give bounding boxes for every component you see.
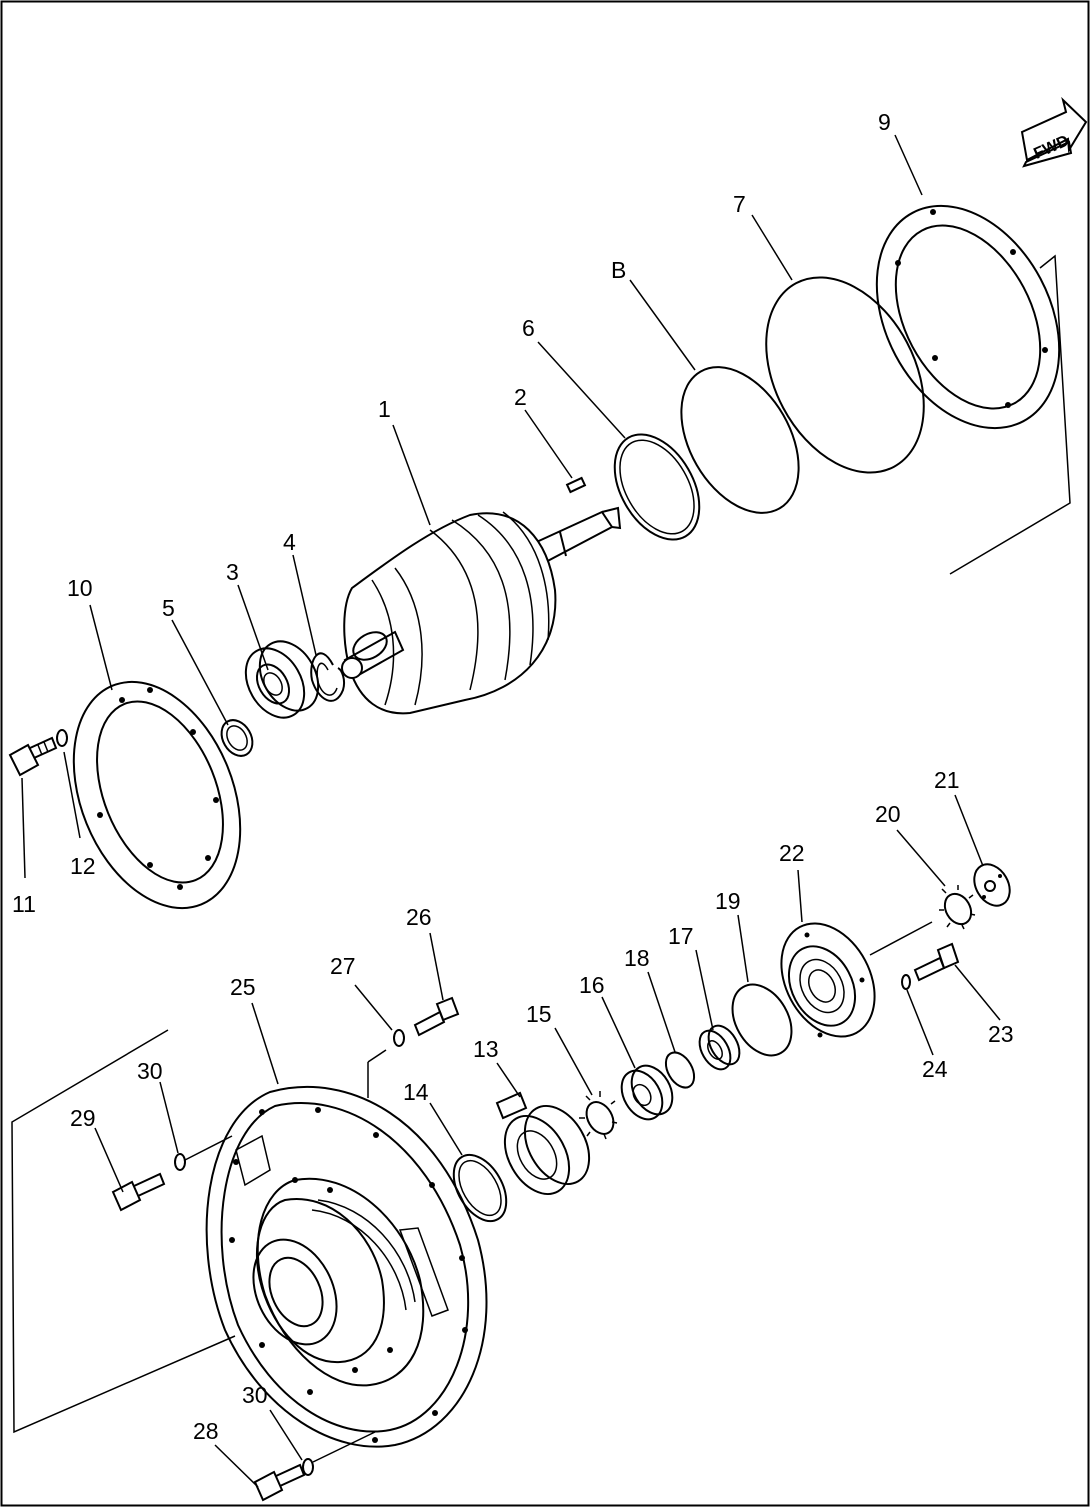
callout-8: B	[611, 257, 626, 283]
part-22-pump-body	[780, 922, 876, 1038]
callout-30-lower: 30	[242, 1382, 268, 1408]
part-27-washer	[393, 1029, 405, 1047]
part-24-washer	[901, 974, 911, 990]
callout-27: 27	[330, 953, 356, 979]
callout-6: 6	[522, 315, 535, 341]
part-3-bearing	[244, 640, 320, 719]
callout-13: 13	[473, 1036, 499, 1062]
part-21-plate	[973, 863, 1011, 907]
callout-20: 20	[875, 801, 901, 827]
part-16-gear	[620, 1064, 674, 1121]
callout-5: 5	[162, 595, 175, 621]
callout-24: 24	[922, 1056, 948, 1082]
callout-10: 10	[67, 575, 93, 601]
callout-18: 18	[624, 945, 650, 971]
callout-22: 22	[779, 840, 805, 866]
part-14-ring	[452, 1153, 508, 1223]
callout-19: 19	[715, 888, 741, 914]
callout-23: 23	[988, 1021, 1014, 1047]
assembly-bracket-lower	[11, 1029, 236, 1434]
part-9-gasket	[875, 204, 1061, 430]
part-29-bolt	[111, 1172, 166, 1212]
callout-25: 25	[230, 974, 256, 1000]
callout-28: 28	[193, 1418, 219, 1444]
part-4-snap-ring	[310, 652, 346, 702]
part-1-impeller	[341, 506, 622, 715]
part-20-gear	[939, 885, 976, 930]
part-6-ring	[613, 433, 701, 541]
callout-2: 2	[514, 384, 527, 410]
callout-7: 7	[733, 191, 746, 217]
callout-26: 26	[406, 904, 432, 930]
callout-12: 12	[70, 853, 96, 879]
part-30-washer-upper	[174, 1153, 186, 1171]
callout-30-upper: 30	[137, 1058, 163, 1084]
leader-lines	[21, 134, 1001, 1488]
part-10-cover	[72, 680, 242, 910]
callout-15: 15	[526, 1001, 552, 1027]
part-15-gear	[579, 1091, 618, 1140]
callout-11: 11	[12, 891, 36, 917]
part-23-bolt	[913, 942, 960, 982]
assembly-bracket-upper	[949, 254, 1071, 575]
callout-4: 4	[283, 529, 296, 555]
callout-3: 3	[226, 559, 239, 585]
part-5-snap-ring	[220, 719, 254, 757]
part-12-washer	[56, 729, 68, 747]
part-11-bolt	[8, 736, 58, 777]
part-17-bearing	[698, 1024, 741, 1071]
callout-9: 9	[878, 109, 891, 135]
part-25-housing	[205, 1085, 488, 1448]
callout-21: 21	[934, 767, 960, 793]
part-13-bearing	[495, 1091, 591, 1195]
fwd-arrow: FWD	[1020, 96, 1088, 168]
part-28-bolt	[253, 1463, 306, 1502]
callout-labels: 1 2 3 4 5 6 7 B 9 10 11 12 13 14 15 16 1…	[12, 109, 1014, 1444]
part-8-o-ring	[680, 366, 800, 514]
callout-29: 29	[70, 1105, 96, 1131]
callout-14: 14	[403, 1079, 429, 1105]
callout-16: 16	[579, 972, 605, 998]
part-7-o-ring	[765, 276, 925, 474]
part-26-bolt	[413, 996, 460, 1037]
part-18-snap-ring	[664, 1051, 696, 1089]
callout-1: 1	[378, 396, 391, 422]
part-30-washer-lower	[302, 1458, 314, 1476]
part-19-o-ring	[731, 983, 793, 1057]
callout-17: 17	[668, 923, 694, 949]
part-2-key	[565, 476, 587, 494]
